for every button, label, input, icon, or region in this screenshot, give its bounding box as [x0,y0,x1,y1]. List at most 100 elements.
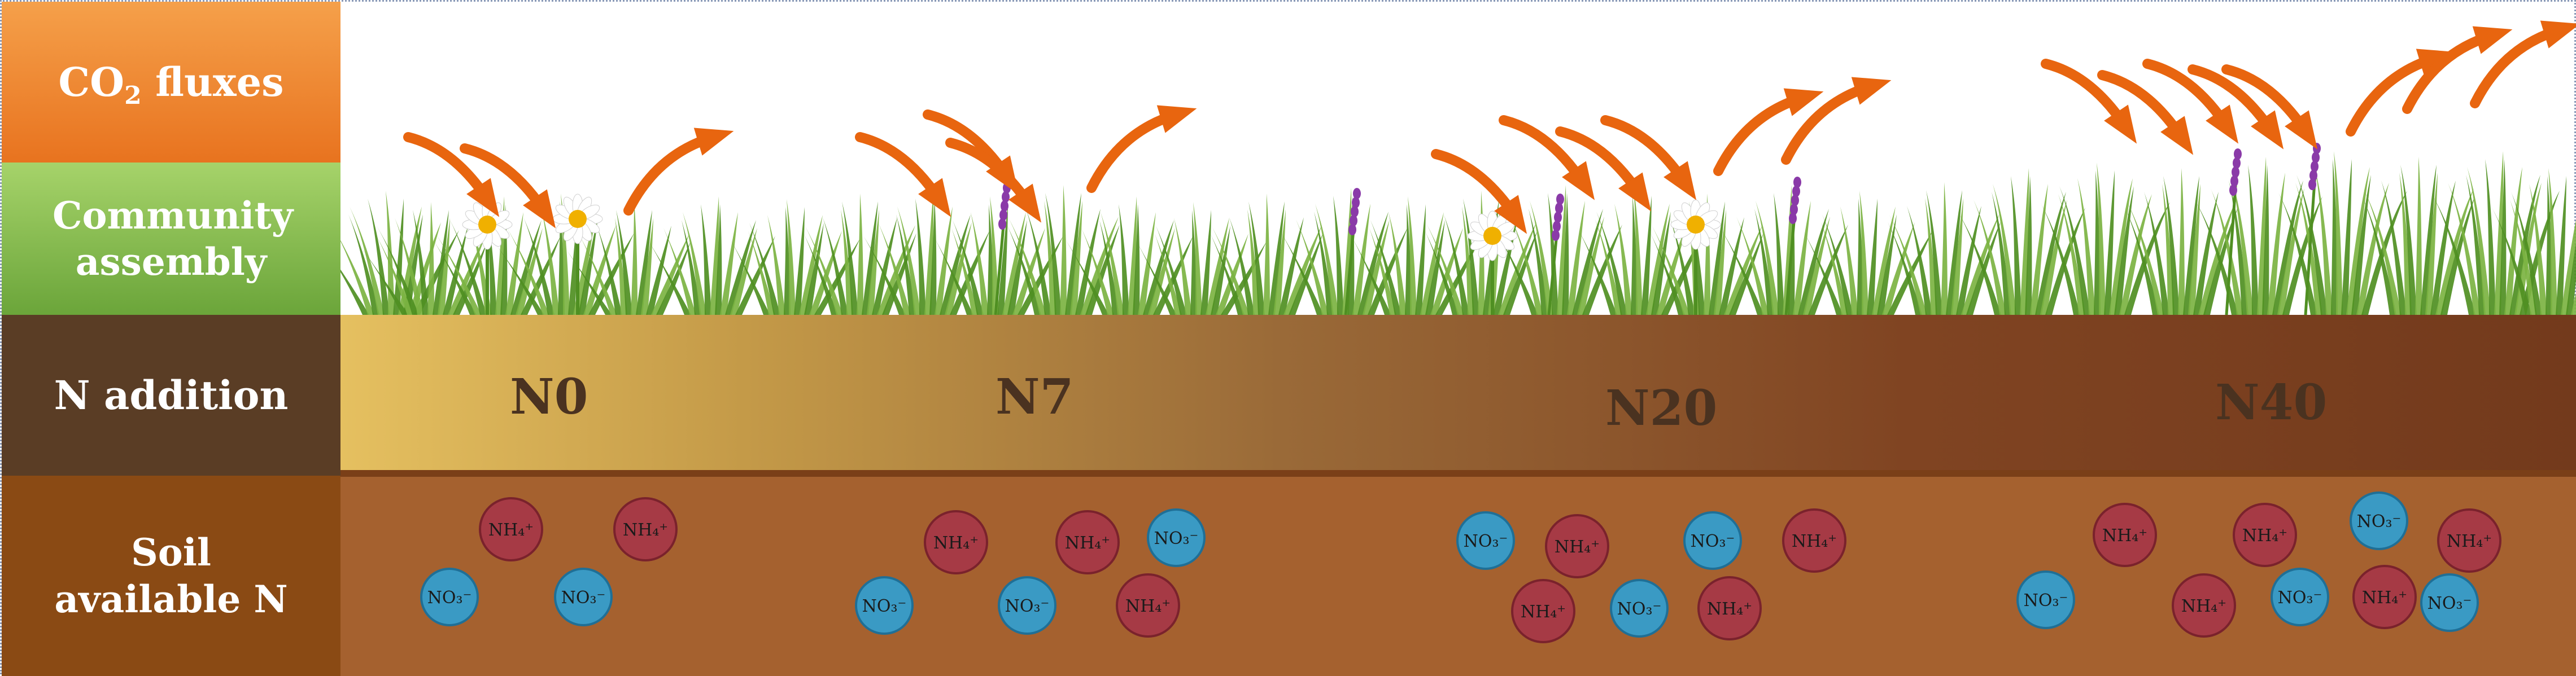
ammonium-ion: NH₄⁺ [1545,514,1609,578]
ammonium-label: NH₄⁺ [1065,533,1110,553]
curved-arrow-icon [2142,59,2239,144]
ammonium-label: NH₄⁺ [623,520,668,540]
curved-arrow-icon [403,132,500,217]
grass-tuft-icon [1651,194,1763,315]
daisy-icon [1670,199,1721,315]
ammonium-label: NH₄⁺ [2102,526,2147,546]
grass-tuft-icon [1278,188,1408,315]
nitrate-label: NO₃⁻ [427,588,472,608]
curved-arrow-icon [2402,26,2513,114]
lavender-icon [2225,148,2242,315]
nitrate-label: NO₃⁻ [862,596,907,616]
nitrate-label: NO₃⁻ [2427,594,2472,613]
nitrate-ion: NO₃⁻ [1683,511,1742,570]
daisy-icon [552,194,603,315]
nitrate-ion: NO₃⁻ [998,576,1056,635]
curved-arrow-icon [855,132,951,217]
grass-tuft-icon [1718,185,1848,315]
ammonium-label: NH₄⁺ [2181,596,2226,616]
ammonium-ion: NH₄⁺ [1116,573,1180,638]
ammonium-label: NH₄⁺ [1707,599,1752,619]
nitrate-ion: NO₃⁻ [1147,508,1206,567]
curved-arrow-icon [460,143,556,229]
nitrate-ion: NO₃⁻ [2016,570,2075,629]
grass-tuft-icon [2362,157,2475,315]
vegetation-and-arrows [312,20,2576,315]
grass-tuft-icon [2040,163,2170,315]
label-soil-available-n: Soil available N [2,476,340,676]
curved-arrow-icon [1555,126,1652,212]
nitrate-label: NO₃⁻ [1617,599,1662,619]
curved-arrow-icon [2470,20,2576,108]
grass-tuft-icon [730,199,860,315]
grass-tuft-icon [1803,191,1933,315]
curved-arrow-icon [945,138,1042,223]
grass-tuft-icon [2492,168,2576,315]
lavender-icon [1547,194,1564,315]
ammonium-label: NH₄⁺ [1521,602,1566,622]
nitrate-label: NO₃⁻ [1691,532,1735,551]
daisy-icon [1467,210,1518,315]
ammonium-ion: NH₄⁺ [479,497,543,561]
grass-tuft-icon [312,191,459,315]
ammonium-label: NH₄⁺ [1125,596,1171,616]
lavender-icon [1344,188,1361,315]
ammonium-label: NH₄⁺ [933,533,979,553]
nitrate-ion: NO₃⁻ [2420,573,2479,632]
nitrate-label: NO₃⁻ [1005,596,1050,616]
ammonium-ion: NH₄⁺ [2233,503,2297,567]
curved-arrow-icon [1781,77,1892,165]
ammonium-ion: NH₄⁺ [2437,508,2501,573]
curved-arrow-icon [1499,115,1595,200]
curved-arrow-icon [1600,115,1697,200]
nitrate-label: NO₃⁻ [1464,532,1508,551]
curved-arrow-icon [1431,149,1527,234]
nitrate-ion: NO₃⁻ [554,568,613,626]
label-community-assembly: Community assembly [2,163,340,315]
nitrate-label: NO₃⁻ [561,588,606,608]
lavender-icon [1784,177,1801,315]
ammonium-ion: NH₄⁺ [924,510,988,574]
nitrate-label: NO₃⁻ [2278,588,2322,608]
grass-tuft-icon [645,196,775,315]
treatment-n0: N0 [510,368,588,425]
curved-arrow-icon [2221,64,2318,150]
nitrate-ion: NO₃⁻ [1610,579,1669,638]
nitrate-ion: NO₃⁻ [2271,568,2329,626]
ammonium-ion: NH₄⁺ [2352,565,2417,629]
curved-arrow-icon [623,128,734,216]
grass-tuft-icon [561,202,691,315]
lavender-icon [994,182,1011,315]
ammonium-ion: NH₄⁺ [1055,510,1120,574]
nitrate-label: NO₃⁻ [1154,529,1199,548]
ammonium-label: NH₄⁺ [1555,537,1600,557]
ammonium-ion: NH₄⁺ [2093,503,2157,567]
curved-arrow-icon [1086,105,1197,193]
curved-arrow-icon [2041,59,2137,144]
treatment-n7: N7 [996,368,1074,425]
curved-arrow-icon [1713,88,1824,176]
nitrate-ion: NO₃⁻ [420,568,479,626]
nitrate-ion: NO₃⁻ [1456,511,1515,570]
ammonium-label: NH₄⁺ [2447,532,2492,551]
nitrate-label: NO₃⁻ [2024,591,2068,611]
n-addition-gradient-band [340,315,2576,476]
ammonium-label: NH₄⁺ [488,520,534,540]
daisy-icon [462,199,513,315]
curved-arrow-icon [2188,64,2284,150]
treatment-n20: N20 [1605,380,1718,437]
nitrate-ion: NO₃⁻ [2350,491,2408,550]
grass-tuft-icon [804,194,916,315]
grass-tuft-icon [1351,196,1481,315]
grass-tuft-icon [1492,185,1622,315]
ammonium-label: NH₄⁺ [2362,588,2407,608]
ammonium-ion: NH₄⁺ [613,497,678,561]
ammonium-ion: NH₄⁺ [2172,573,2236,638]
label-co2-fluxes: CO2 fluxes [2,2,340,163]
ammonium-label: NH₄⁺ [2242,526,2287,546]
nitrate-label: NO₃⁻ [2357,512,2402,532]
nitrate-ion: NO₃⁻ [855,576,914,635]
treatment-n40: N40 [2215,374,2328,431]
